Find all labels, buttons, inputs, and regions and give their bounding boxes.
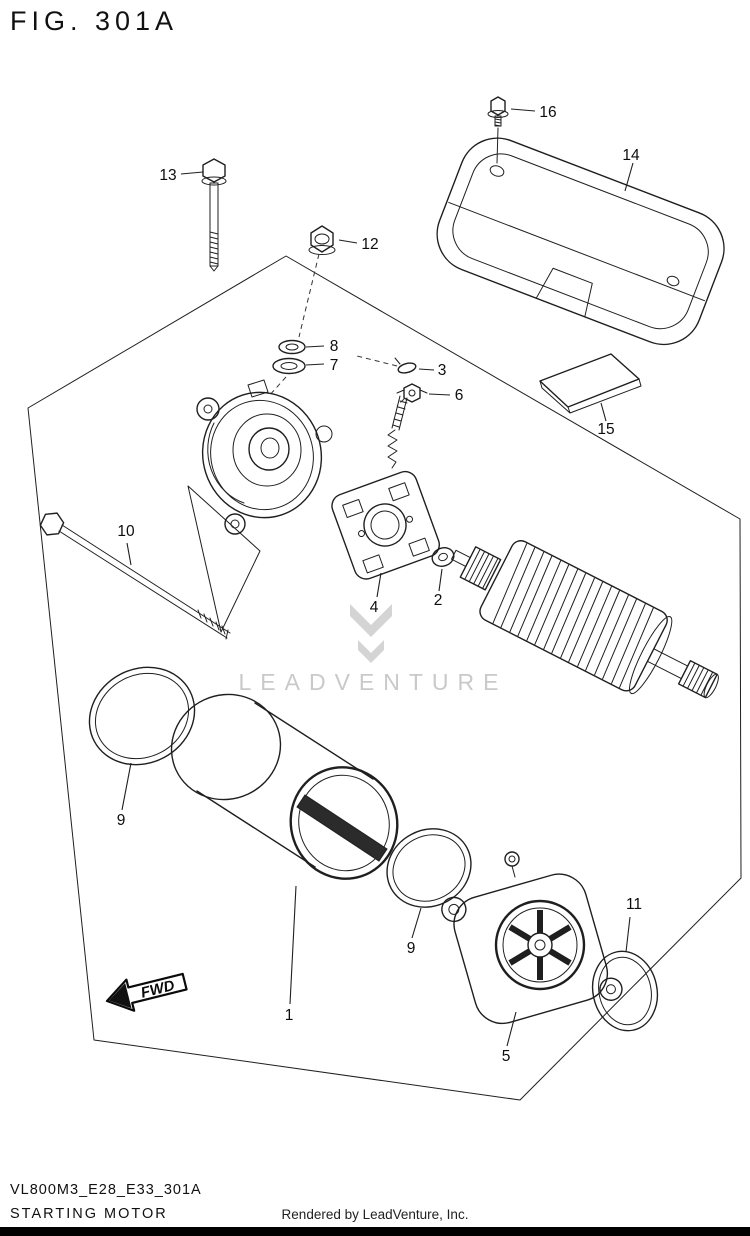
callout-9a[interactable]: 9 bbox=[117, 812, 126, 829]
bottom-bar bbox=[0, 1227, 750, 1236]
part-washer-7 bbox=[272, 357, 306, 375]
terminal-stud-spring bbox=[387, 395, 408, 469]
part-o-ring-11 bbox=[591, 950, 659, 1032]
callout-10[interactable]: 10 bbox=[117, 523, 135, 540]
callout-9b[interactable]: 9 bbox=[407, 940, 416, 957]
part-cushion-15 bbox=[539, 353, 642, 414]
front-housing bbox=[196, 379, 333, 535]
figure-title: FIG. 301A bbox=[10, 6, 179, 36]
part-terminal-6 bbox=[396, 383, 428, 403]
callout-14[interactable]: 14 bbox=[622, 147, 640, 164]
diagram-border bbox=[27, 255, 742, 1101]
watermark-logo-icon bbox=[350, 604, 392, 663]
part-brush-holder-4 bbox=[331, 470, 440, 580]
part-washer-2 bbox=[431, 547, 455, 567]
part-bolt-16 bbox=[487, 96, 509, 164]
callout-12[interactable]: 12 bbox=[361, 236, 378, 253]
fwd-label: FWD bbox=[139, 977, 176, 1002]
callout-5[interactable]: 5 bbox=[502, 1048, 511, 1065]
part-end-cover-5 bbox=[441, 851, 623, 1025]
callout-2[interactable]: 2 bbox=[434, 592, 443, 609]
callout-4[interactable]: 4 bbox=[370, 599, 379, 616]
callout-15[interactable]: 15 bbox=[597, 421, 614, 438]
leader-lines bbox=[121, 108, 634, 1047]
callout-13[interactable]: 13 bbox=[159, 167, 176, 184]
assembly-axis-dash bbox=[267, 376, 287, 398]
part-o-ring-9b bbox=[386, 828, 472, 908]
render-credit: Rendered by LeadVenture, Inc. bbox=[281, 1207, 469, 1222]
callout-1[interactable]: 1 bbox=[285, 1007, 294, 1024]
part-through-bolt-10 bbox=[39, 512, 231, 640]
callout-11[interactable]: 11 bbox=[626, 896, 642, 913]
part-motor-housing-1 bbox=[170, 693, 399, 880]
part-bolt-13 bbox=[201, 158, 227, 272]
callout-3[interactable]: 3 bbox=[438, 362, 447, 379]
part-o-ring-9a bbox=[88, 666, 196, 766]
assembly-axis-dash bbox=[396, 398, 405, 407]
watermark-text: LEADVENTURE bbox=[239, 669, 508, 695]
callout-8[interactable]: 8 bbox=[330, 338, 339, 355]
pointer-triangle bbox=[187, 485, 261, 633]
figure-name: STARTING MOTOR bbox=[10, 1206, 168, 1222]
callout-7[interactable]: 7 bbox=[330, 357, 339, 374]
part-clip-3 bbox=[394, 357, 417, 374]
assembly-axis-dash bbox=[356, 355, 398, 367]
part-lock-washer-8 bbox=[278, 339, 306, 355]
callout-6[interactable]: 6 bbox=[455, 387, 464, 404]
figure-code: VL800M3_E28_E33_301A bbox=[10, 1182, 202, 1198]
assembly-axis-dash bbox=[298, 253, 320, 338]
part-nut-12 bbox=[308, 225, 336, 255]
part-cover-14 bbox=[436, 137, 725, 346]
callout-16[interactable]: 16 bbox=[539, 104, 556, 121]
armature bbox=[450, 540, 719, 699]
fwd-arrow: FWD bbox=[105, 972, 188, 1012]
